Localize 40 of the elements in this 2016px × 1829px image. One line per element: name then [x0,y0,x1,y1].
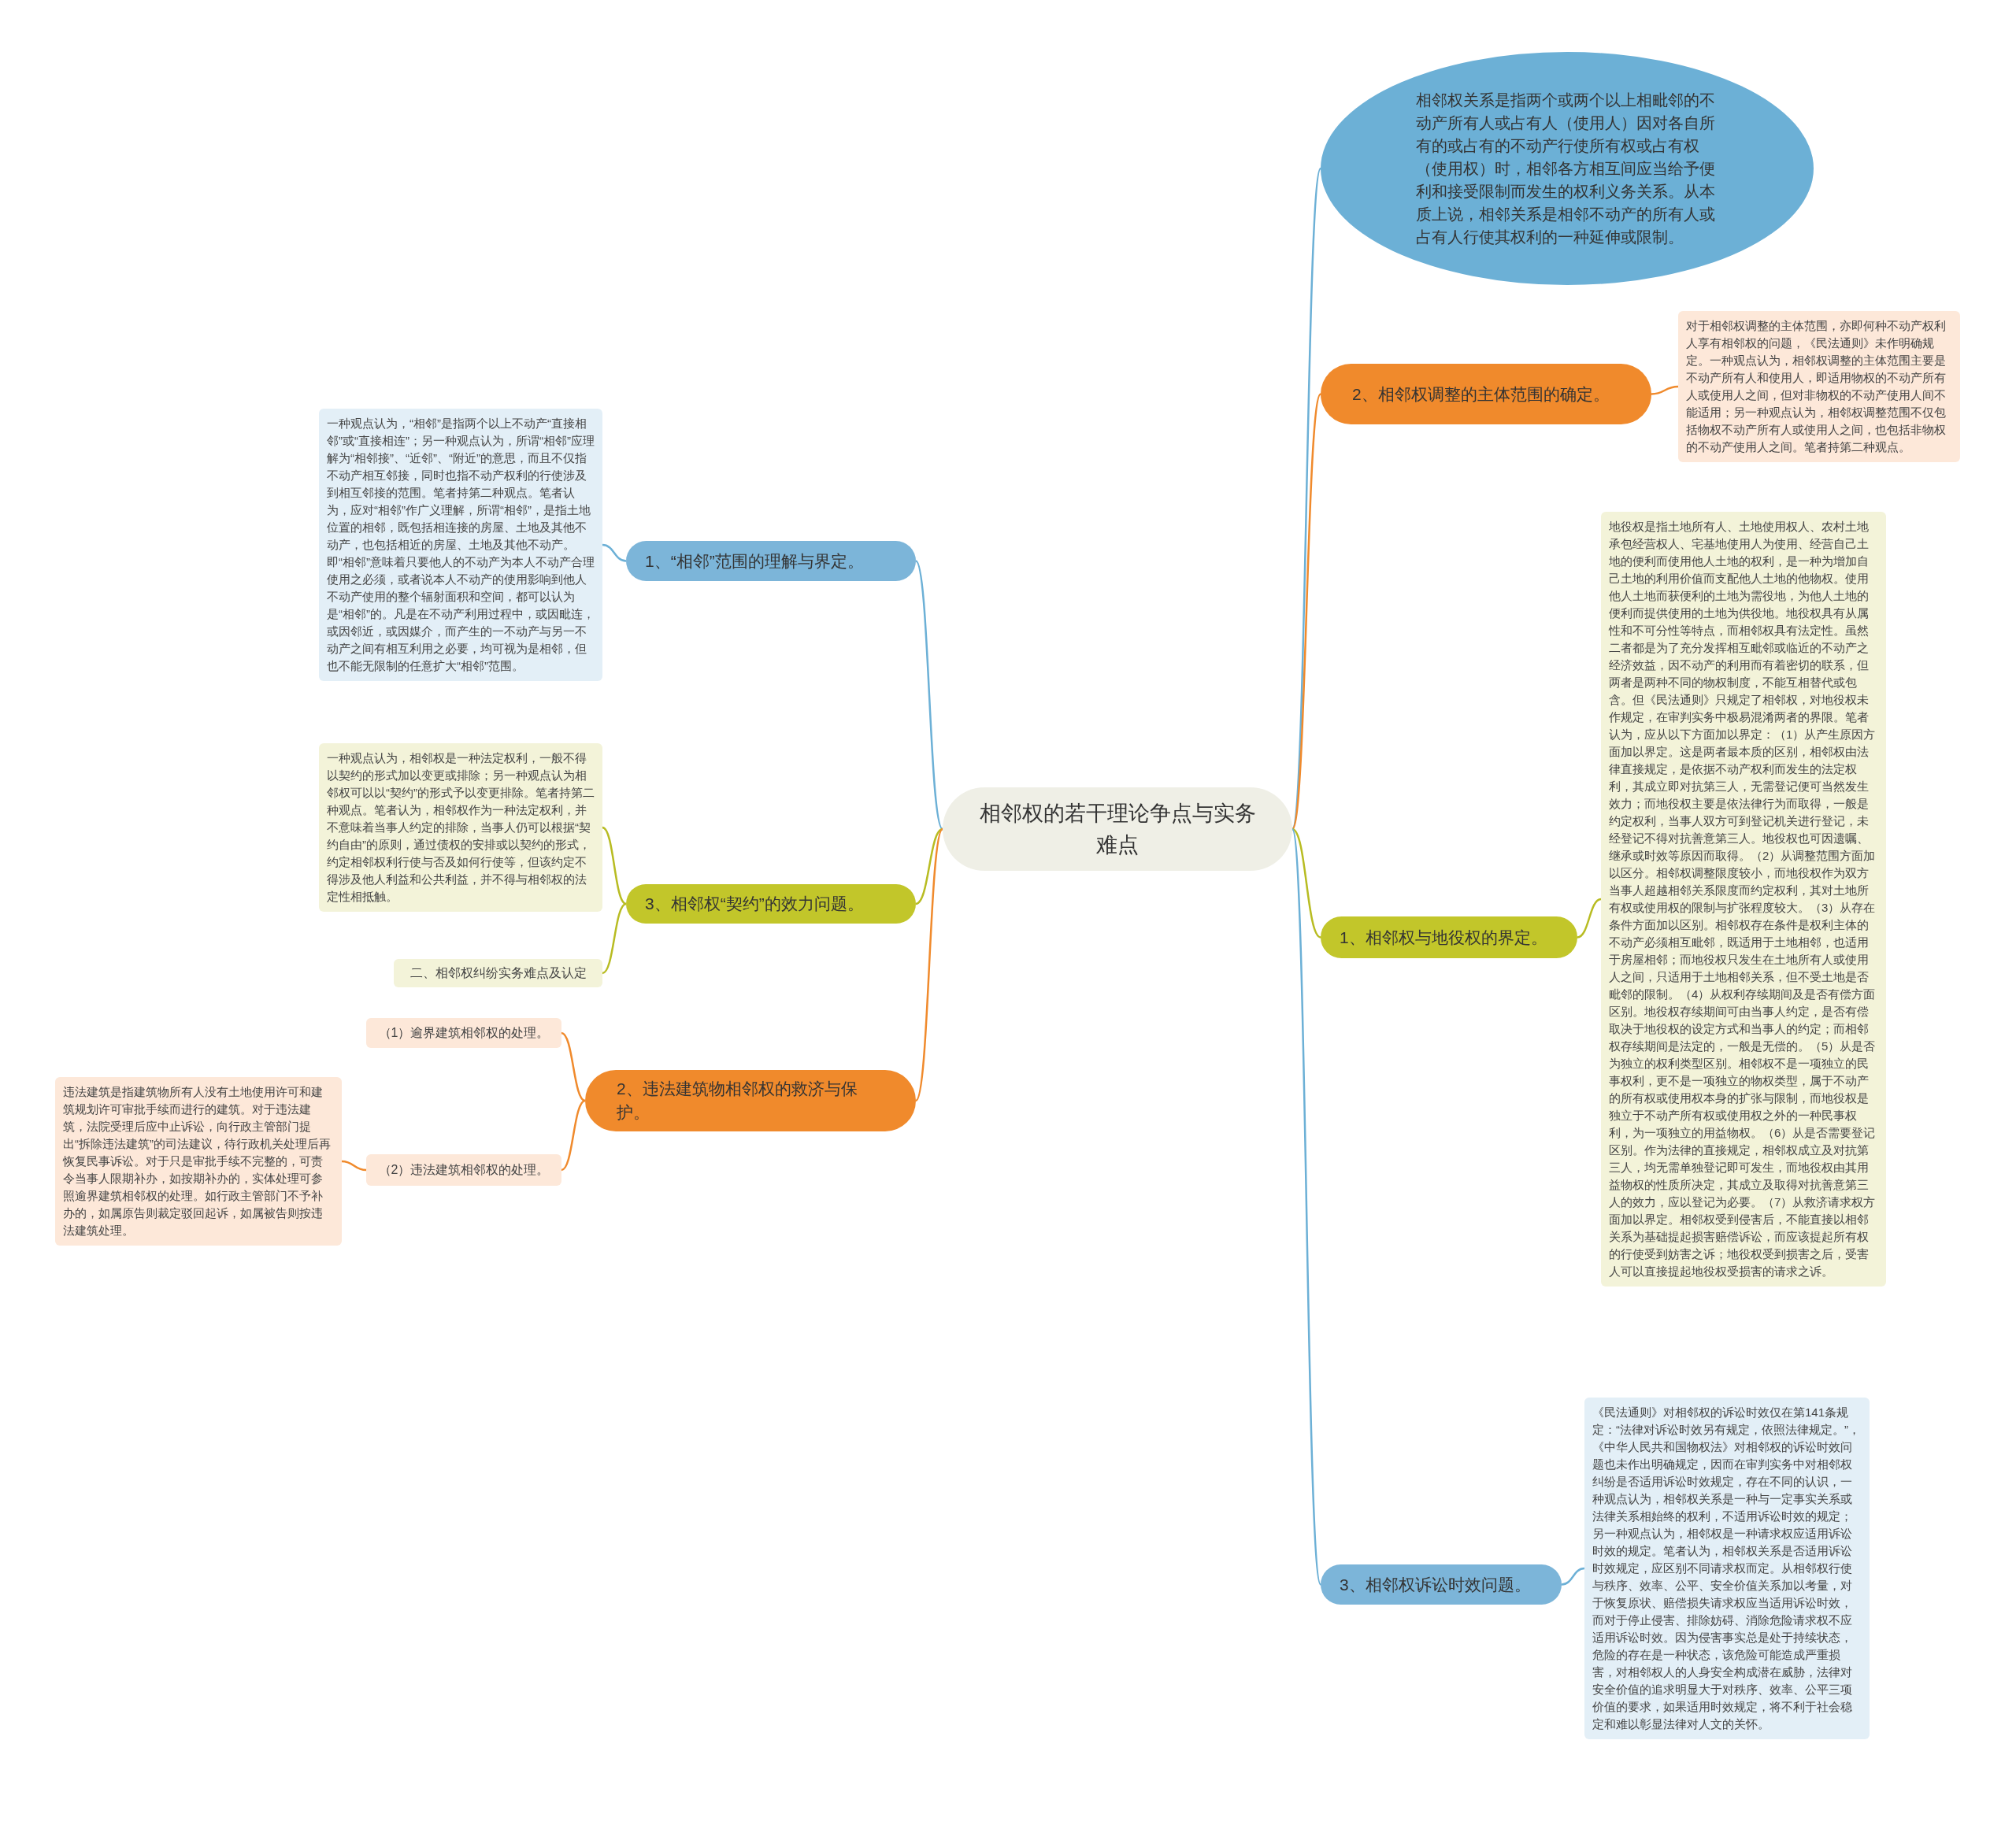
branch-title: 1、“相邻”范围的理解与界定。 [645,550,864,572]
connector-line [561,1099,586,1172]
branch-pill [1321,1564,1562,1605]
branch-pill [1321,916,1577,958]
branch-title: 3、相邻权诉讼时效问题。 [1340,1574,1531,1595]
connector-line [1577,898,1602,939]
note-text: 违法建筑是指建筑物所有人没有土地使用许可和建筑规划许可审批手续而进行的建筑。对于违法建筑，法院受理后应中止诉讼，向行政主管部门提出“拆除违法建筑”的司法建议，待行政机关处理后再恢复民事诉讼。对于只是审批手续不完整的，可责令当事人限期补办，如按期补办的，实体处理可参照逾界建筑相邻权的处理。如行政主管部门不予补办的，如属原告则裁定驳回起诉，如属被告则按违法建筑处理。 [63,1084,332,1238]
branch-title: 1、相邻权与地役权的界定。 [1340,927,1547,948]
connector-line [602,902,627,975]
branch-title: 2、相邻权调整的主体范围的确定。 [1352,383,1610,405]
connector-line [1651,385,1679,395]
subtopic-tag [366,1018,561,1048]
connector-line [1291,828,1322,1585]
connector-line [915,827,943,905]
subtopic-text: （2）违法建筑相邻权的处理。 [378,1162,550,1178]
note-text: 地役权是指土地所有人、土地使用权人、农村土地承包经营权人、宅基地使用人为使用、经营自己土地的便利而使用他人土地的权利，是一种为增加自己土地的利用价值而支配他人土地的他物权。使用他人土地而获便利的土地为需役地，为他人土地的便利而提供使用的土地为供役地。地役权具有从属性和不可分性等特点，而相邻权具有法定性。虽然二者都是为了充分发挥相互毗邻或临近的不动产之经济效益，因不动产的利用而有着密切的联系，但两者是两种不同的物权制度，不能互相替代或包含。但《民法通则》只规定了相邻权，对地役权未作规定，在审判实务中极易混淆两者的界限。笔者认为，应从以下方面加以界定：（1）从产生原因方面加以界定。这是两者最本质的区别，相邻权由法律直接规定，是依据不动产权利而发生的法定权利，其成立即对抗第三人，无需登记便可当然发生效力；而地役权主要是依法律行为而取得，一般是约定权利，当事人双方可到登记机关进行登记，未经登记不得对抗善意第三人。地役权也可因遗嘱、继承或时效等原因而取得。（2）从调整范围方面加以区分。相邻权调整限度较小，而地役权作为双方当事人超越相邻关系限度而约定权利，其对土地所有权或使用权的限制与扩张程度较大。（3）从存在条件方面加以区别。相邻权存在条件是权利主体的不动产必须相互毗邻，既适用于土地相邻，也适用于房屋相邻；而地役权只发生在土地所有人或使用人之间，只适用于土地相邻关系，但不受土地是否毗邻的限制。（4）从权利存续期间及是否有偿方面区别。地役权存续期间可由当事人约定，是否有偿取决于地役权的设定方式和当事人的约定；而相邻权存续期间是法定的，一般是无偿的。（5）从是否为独立的权利类型区别。相邻权不是一项独立的民事权利，更不是一项独立的物权类型，属于不动产的所有权或使用权本身的扩张与限制，而地役权是独立于不动产所有权或使用权之外的一种民事权利，为一项独立的用益物权。（6）从是否需要登记区别。作为法律的直接规定，相邻权成立及对抗第三人，均无需单独登记即可发生，而地役权由其用益物权的性质所决定，其成立及取得对抗善意第三人的效力，应以登记为必要。（7）从救济请求权方面加以界定。相邻权受到侵害后，不能直接以相邻关系为基础提起损害赔偿诉讼，而应该提起所有权的行使受到妨害之诉；地役权受到损害之后，受害人可以直接提起地役权受损害的请求之诉。 [1609,519,1877,1279]
connector-line [1292,827,1321,939]
connector-line [561,1031,586,1102]
branch-title: 3、相邻权“契约”的效力问题。 [645,894,864,914]
note-text: 一种观点认为，相邻权是一种法定权利，一般不得以契约的形式加以变更或排除；另一种观点认为相邻权可以以“契约”的形式予以变更排除。笔者持第二种观点。笔者认为，相邻权作为一种法定权利，并不意味着当事人约定的排除，当事人仍可以根据“契约自由”的原则，通过债权的安排或以契约的形式，约定相邻权利行使与否及如何行使等，但该约定不得涉及他人利益和公共利益，并不得与相邻权的法定性相抵触。 [327,750,595,905]
subtopic-tag [366,1154,561,1186]
subtopic-tag [394,959,602,987]
note-card [1678,311,1960,462]
note-text: 一种观点认为，“相邻”是指两个以上不动产“直接相邻”或“直接相连”；另一种观点认为，所谓“相邻”应理解为“相邻接”、“近邻”、“附近”的意思，而且不仅指不动产相互邻接，同时也指不动产权利的行使涉及到相互邻接的范围。笔者持第二种观点。笔者认为，应对“相邻”作广义理解，所谓“相邻”，是指土地位置的相邻，既包括相连接的房屋、土地及其他不动产，也包括相近的房屋、土地及其他不动产。即“相邻”意味着只要他人的不动产为本人不动产合理使用之必须，或者说本人不动产的使用影响到他人不动产使用的整个辐射面积和空间，都可以认为是“相邻”的。凡是在不动产利用过程中，或因毗连，或因邻近，或因媒介，而产生的一不动产与另一不动产之间有相互利用之必要，均可视为是相邻，但也不能无限制的任意扩大“相邻”范围。 [327,416,595,674]
branch-title: 2、违法建筑物相邻权的救济与保护。 [617,1079,858,1123]
branch-pill [626,541,916,581]
branch-pill [626,884,916,924]
note-text: 《民法通则》对相邻权的诉讼时效仅在第141条规定：“法律对诉讼时效另有规定，依照法律规定。”，《中华人民共和国物权法》对相邻权的诉讼时效问题也未作出明确规定，因而在审判实务中对相邻权纠纷是否适用诉讼时效规定，存在不同的认识，一种观点认为，相邻权关系是一种与一定事实关系或法律关系相始终的权利，不适用诉讼时效的规定；另一种观点认为，相邻权是一种请求权应适用诉讼时效的规定。笔者认为，相邻权关系是否适用诉讼时效规定，应区别不同请求权而定。从相邻权行使与秩序、效率、公平、安全价值关系加以考量，对于恢复原状、赔偿损失请求权应当适用诉讼时效，而对于停止侵害、排除妨碍、消除危险请求权不应适用诉讼时效。因为侵害事实总是处于持续状态，危险的存在是一种状态，该危险可能造成严重损害，对相邻权人的人身安全构成潜在威胁，法律对安全价值的追求明显大于对秩序、效率、公平三项价值的要求，如果适用时效规定，将不利于社会稳定和难以彰显法律对人文的关怀。 [1592,1405,1861,1732]
connector-line [914,560,944,830]
connector-line [1561,1567,1585,1586]
definition-text: 相邻权关系是指两个或两个以上相毗邻的不动产所有人或占有人（使用人）因对各自所有的或占有的不动产行使所有权或占有权（使用权）时，相邻各方相互间应当给予便利和接受限制而发生的权利义务关系。从本质上说，相邻关系是相邻不动产的所有人或占有人行使其权利的一种延伸或限制。 [1416,90,1716,247]
connector-line [602,826,627,905]
connector-line [1291,394,1322,830]
subtopic-text: （1）逾界建筑相邻权的处理。 [378,1025,550,1041]
subtopic-text: 二、相邻权纠纷实务难点及认定 [410,965,587,981]
topic-title: 相邻权的若干理论争点与实务难点 [978,801,1257,858]
connector-line [602,543,627,562]
connector-line [914,828,944,1101]
note-text: 对于相邻权调整的主体范围，亦即何种不动产权利人享有相邻权的问题，《民法通则》未作明确规定。一种观点认为，相邻权调整的主体范围主要是不动产所有人和使用人，即适用物权的不动产所有人或使用人之间，但对非物权的不动产使用人间不能适用；另一种观点认为，相邻权调整范围不仅包括物权不动产所有人或使用人之间，也包括非物权的不动产使用人之间。笔者持第二种观点。 [1686,318,1947,455]
connector-line [341,1160,367,1172]
